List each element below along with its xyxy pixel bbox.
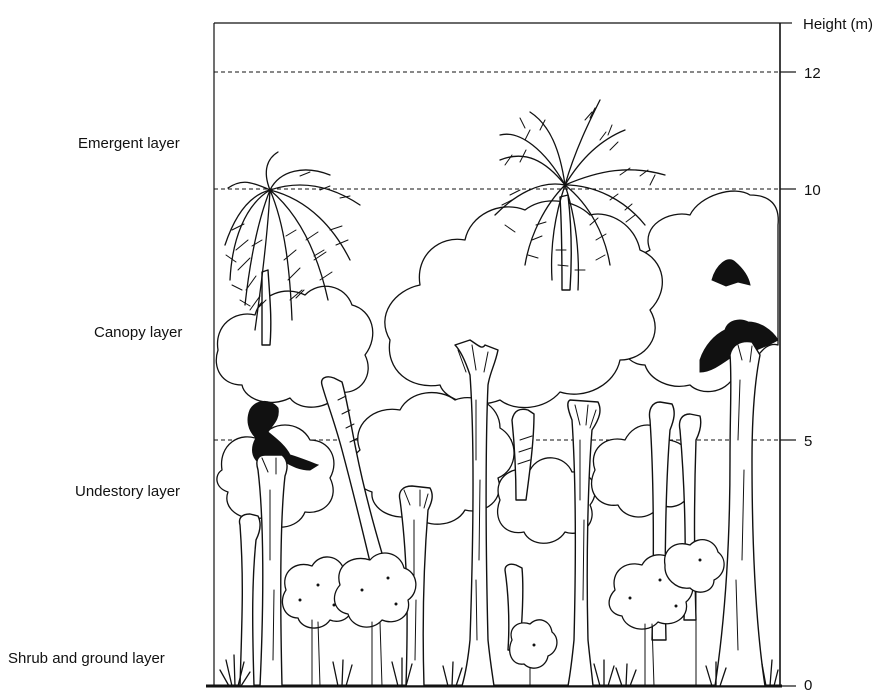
forest-illustration	[216, 100, 778, 686]
axis-title: Height (m)	[803, 16, 873, 33]
shrub-5	[665, 540, 725, 593]
axis-ticks	[780, 23, 796, 686]
layer-label-understory: Undestory layer	[75, 483, 180, 500]
layer-label-shrub: Shrub and ground layer	[8, 650, 165, 667]
understory-crown-right	[592, 425, 692, 517]
tick-label-10: 10	[804, 182, 821, 199]
layer-label-canopy: Canopy layer	[94, 324, 182, 341]
tick-label-5: 5	[804, 433, 812, 450]
layer-label-emergent: Emergent layer	[78, 135, 180, 152]
tick-label-12: 12	[804, 65, 821, 82]
understory-crown-center	[351, 393, 514, 525]
tick-label-0: 0	[804, 677, 812, 692]
canopy-crown-center	[385, 201, 663, 408]
canopy-crown-left	[216, 286, 373, 407]
grass-tufts	[220, 655, 778, 686]
